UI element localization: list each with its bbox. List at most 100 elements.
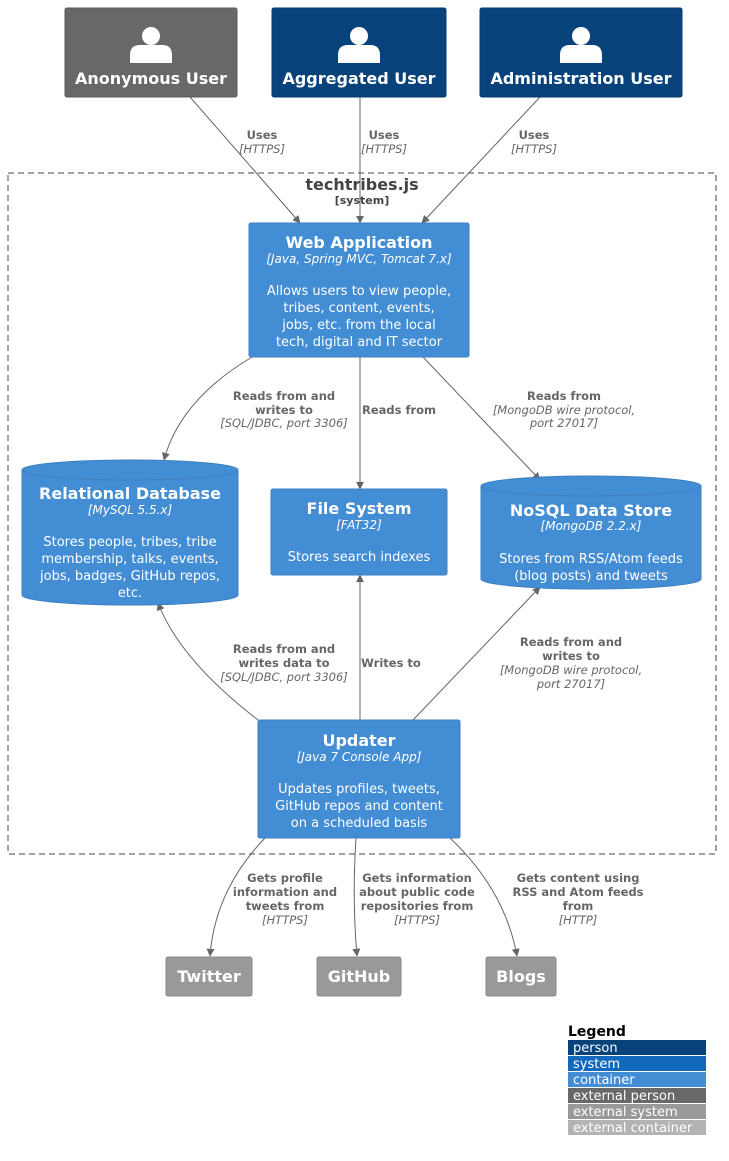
svg-text:[HTTP]: [HTTP]	[559, 913, 598, 927]
legend-label-person: person	[573, 1041, 618, 1056]
svg-text:Reads from: Reads from	[527, 389, 601, 403]
svg-text:Gets information: Gets information	[362, 871, 472, 885]
blogs-box	[485, 956, 557, 997]
svg-text:[MongoDB wire protocol,: [MongoDB wire protocol,	[500, 663, 642, 677]
svg-text:[HTTPS]: [HTTPS]	[239, 142, 285, 156]
svg-text:RSS and Atom feeds: RSS and Atom feeds	[512, 885, 643, 899]
web-application-tech: [Java, Spring MVC, Tomcat 7.x]	[266, 252, 452, 266]
twitter-box	[165, 956, 253, 997]
legend-label-external-system: external system	[573, 1105, 678, 1120]
web-application-desc-line: jobs, etc. from the local	[281, 318, 436, 333]
nosql-data-store-tech: [MongoDB 2.2.x]	[541, 519, 642, 533]
edge-label-updater-nosql: Reads from and writes to [MongoDB wire p…	[500, 635, 642, 691]
edge-webapp-to-nosql	[422, 356, 541, 481]
edge-updater-to-nosql	[412, 586, 541, 721]
svg-text:Reads from and: Reads from and	[233, 642, 335, 656]
person-anonymous-user[interactable]: Anonymous User	[64, 7, 238, 98]
nosql-data-store-desc-line: Stores from RSS/Atom feeds	[499, 552, 683, 567]
container-relational-database[interactable]: Relational Database [MySQL 5.5.x] Stores…	[21, 459, 239, 606]
external-system-blogs[interactable]: Blogs	[485, 956, 557, 997]
external-system-github[interactable]: GitHub	[316, 956, 402, 997]
web-application-name: Web Application	[285, 233, 432, 252]
edge-label-updater-blogs: Gets content using RSS and Atom feeds fr…	[512, 871, 643, 927]
edge-labels: Uses [HTTPS] Uses [HTTPS] Uses [HTTPS] R…	[220, 128, 643, 927]
svg-text:port 27017]: port 27017]	[529, 416, 598, 430]
blogs-name: Blogs	[496, 967, 546, 986]
web-application-desc-line: tech, digital and IT sector	[276, 335, 443, 350]
container-updater[interactable]: Updater [Java 7 Console App] Updates pro…	[257, 719, 461, 839]
updater-box	[257, 719, 461, 839]
legend-title: Legend	[568, 1024, 626, 1040]
svg-text:Writes to: Writes to	[361, 656, 421, 670]
svg-text:about public code: about public code	[359, 885, 475, 899]
legend-label-external-person: external person	[573, 1089, 675, 1104]
svg-text:Reads from and: Reads from and	[520, 635, 622, 649]
updater-name: Updater	[322, 731, 395, 750]
svg-text:Gets profile: Gets profile	[247, 871, 323, 885]
legend-swatch-person	[568, 1040, 706, 1055]
svg-text:[SQL/JDBC, port 3306]: [SQL/JDBC, port 3306]	[220, 670, 348, 684]
svg-text:repositories from: repositories from	[361, 899, 474, 913]
edge-label-webapp-nosql: Reads from [MongoDB wire protocol, port …	[493, 389, 635, 430]
svg-text:writes to: writes to	[542, 649, 600, 663]
legend-swatch-external-system	[568, 1104, 706, 1119]
file-system-tech: [FAT32]	[336, 518, 382, 532]
relational-database-desc-line: etc.	[118, 586, 142, 601]
svg-text:Uses: Uses	[247, 128, 278, 142]
svg-text:[HTTPS]: [HTTPS]	[511, 142, 557, 156]
edge-admin-to-webapp	[421, 96, 541, 224]
svg-text:Gets content using: Gets content using	[517, 871, 640, 885]
person-administration-user[interactable]: Administration User	[479, 7, 683, 98]
legend-swatch-external-person	[568, 1088, 706, 1103]
svg-text:[SQL/JDBC, port 3306]: [SQL/JDBC, port 3306]	[220, 416, 348, 430]
boundary-title: techtribes.js	[305, 175, 418, 194]
relational-database-top	[21, 459, 239, 481]
updater-desc-line: GitHub repos and content	[275, 799, 443, 814]
boundary-type: [system]	[335, 194, 390, 207]
svg-text:Uses: Uses	[519, 128, 550, 142]
nosql-data-store-name: NoSQL Data Store	[510, 501, 672, 520]
container-nosql-data-store[interactable]: NoSQL Data Store [MongoDB 2.2.x] Stores …	[480, 475, 702, 590]
external-system-twitter[interactable]: Twitter	[165, 956, 253, 997]
svg-text:writes data to: writes data to	[238, 656, 329, 670]
edge-webapp-to-reldb	[161, 356, 253, 461]
person-aggregated-user[interactable]: Aggregated User	[271, 7, 447, 98]
legend-label-system: system	[573, 1057, 620, 1072]
edges	[156, 96, 541, 957]
edge-label-updater-github: Gets information about public code repos…	[359, 871, 475, 927]
svg-text:tweets from: tweets from	[246, 899, 325, 913]
system-boundary	[7, 172, 717, 855]
edge-label-webapp-filesystem: Reads from	[362, 403, 436, 417]
edge-updater-to-reldb	[156, 602, 259, 721]
relational-database-name: Relational Database	[39, 484, 221, 503]
container-file-system[interactable]: File System [FAT32] Stores search indexe…	[270, 488, 448, 576]
container-web-application[interactable]: Web Application [Java, Spring MVC, Tomca…	[248, 222, 470, 358]
relational-database-desc-line: membership, talks, events,	[41, 552, 218, 567]
svg-text:writes to: writes to	[255, 403, 313, 417]
svg-text:Reads from: Reads from	[362, 403, 436, 417]
relational-database-desc-line: jobs, badges, GitHub repos,	[39, 569, 220, 584]
legend-label-container: container	[573, 1073, 635, 1088]
updater-desc-line: on a scheduled basis	[291, 816, 428, 831]
edge-updater-to-github	[352, 837, 361, 957]
edge-label-webapp-reldb: Reads from and writes to [SQL/JDBC, port…	[220, 389, 348, 430]
file-system-box	[270, 488, 448, 576]
svg-text:Reads from and: Reads from and	[233, 389, 335, 403]
administration-user-name: Administration User	[490, 69, 671, 88]
svg-text:Uses: Uses	[369, 128, 400, 142]
file-system-name: File System	[307, 499, 412, 518]
twitter-name: Twitter	[177, 967, 241, 986]
relational-database-tech: [MySQL 5.5.x]	[88, 503, 173, 517]
legend-label-external-container: external container	[573, 1121, 693, 1136]
github-name: GitHub	[328, 967, 391, 986]
aggregated-user-name: Aggregated User	[282, 69, 435, 88]
edge-label-admin-webapp: Uses [HTTPS]	[511, 128, 557, 156]
edge-anonymous-to-webapp	[189, 96, 301, 224]
legend-swatch-system	[568, 1056, 706, 1071]
edge-label-updater-reldb: Reads from and writes data to [SQL/JDBC,…	[220, 642, 348, 684]
svg-text:information and: information and	[233, 885, 337, 899]
edge-updater-to-blogs	[449, 837, 520, 957]
legend-swatch-external-container	[568, 1120, 706, 1135]
svg-text:[HTTPS]: [HTTPS]	[361, 142, 407, 156]
